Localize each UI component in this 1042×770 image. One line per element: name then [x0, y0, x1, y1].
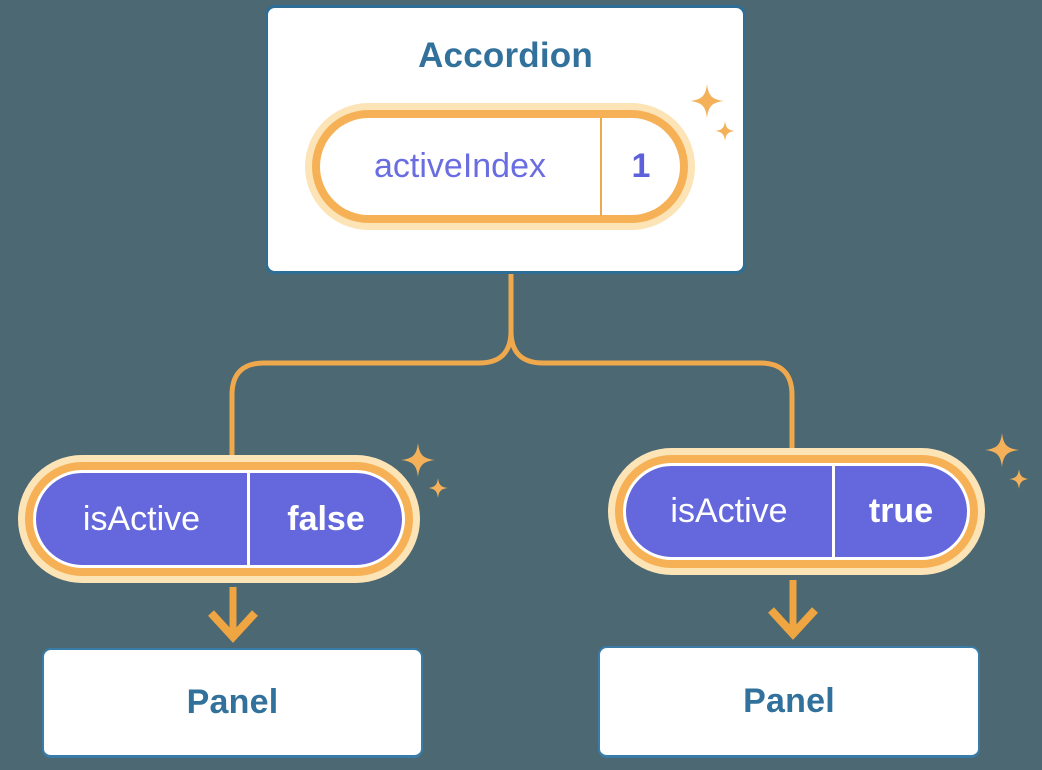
prop-name-label: isActive: [82, 499, 201, 538]
arrow-down-icon: [208, 587, 258, 643]
state-pill-activeindex: activeIndex 1: [305, 103, 695, 230]
prop-value-label: false: [287, 499, 365, 538]
tree-connector-right: [508, 272, 795, 449]
sparkle-icon: [985, 433, 1029, 489]
panel-card: Panel: [42, 648, 423, 758]
prop-pill-isactive-true: isActive true: [608, 448, 985, 575]
pill-divider: [600, 118, 602, 215]
panel-label: Panel: [743, 682, 835, 720]
panel-card: Panel: [598, 646, 980, 758]
sparkle-icon: [401, 443, 448, 498]
panel-label: Panel: [186, 683, 279, 721]
pill-divider: [247, 473, 250, 565]
prop-name-label: isActive: [670, 492, 788, 530]
state-name-label: activeIndex: [374, 147, 546, 185]
state-value-label: 1: [631, 147, 651, 185]
tree-connector-left: [229, 272, 514, 456]
sparkle-icon: [690, 84, 735, 141]
pill-divider: [832, 466, 835, 557]
prop-value-label: true: [868, 492, 934, 530]
component-title: Accordion: [418, 36, 593, 75]
prop-pill-isactive-false: isActive false: [18, 455, 420, 583]
arrow-down-icon: [768, 580, 818, 640]
